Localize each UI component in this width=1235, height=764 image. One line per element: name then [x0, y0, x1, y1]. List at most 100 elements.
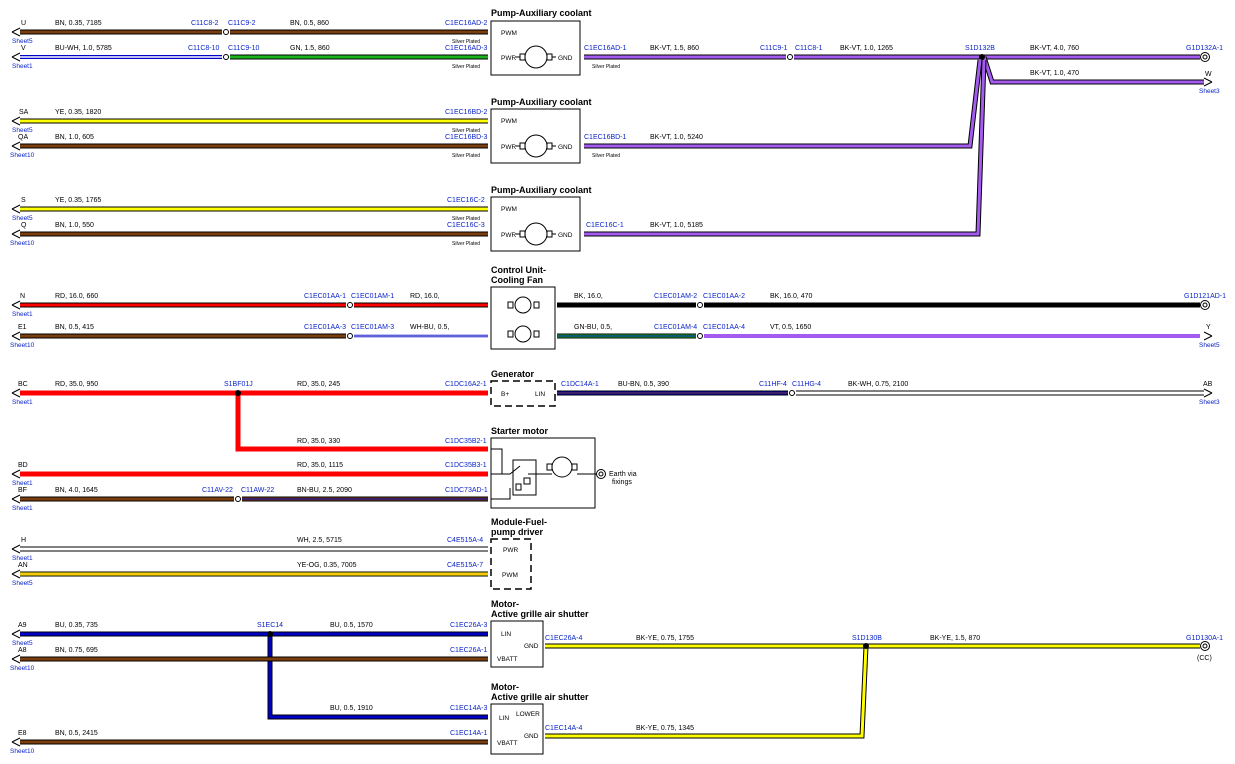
- connector-label[interactable]: C1EC16C-3: [447, 222, 485, 229]
- connector-label[interactable]: C11C8-2: [191, 20, 219, 27]
- sheet-arrow[interactable]: [11, 469, 21, 479]
- connector-label[interactable]: C1DC14A-1: [561, 381, 599, 388]
- sheet-ref[interactable]: Sheet10: [10, 748, 35, 755]
- connector-label[interactable]: C1EC01AA-4: [703, 324, 745, 331]
- connector-label[interactable]: C1DC16A2-1: [445, 381, 487, 388]
- connector-label[interactable]: C1EC26A-1: [450, 647, 487, 654]
- wire-label: BK-YE, 0.75, 1755: [636, 635, 694, 642]
- connector-label[interactable]: C1EC01AM-3: [351, 324, 394, 331]
- sheet-arrow[interactable]: [1203, 331, 1213, 341]
- ground-label[interactable]: G1D132A-1: [1186, 45, 1223, 52]
- connector-label[interactable]: C1EC01AM-2: [654, 293, 697, 300]
- sheet-arrow[interactable]: [11, 569, 21, 579]
- connector-label[interactable]: C1DC73AD-1: [445, 487, 488, 494]
- sheet-ref[interactable]: Sheet1: [12, 555, 33, 562]
- connector-label[interactable]: C1EC01AM-4: [654, 324, 697, 331]
- sheet-ref[interactable]: Sheet3: [1199, 399, 1220, 406]
- sheet-arrow[interactable]: [11, 544, 21, 554]
- connector-label[interactable]: C1EC16BD-1: [584, 134, 627, 141]
- connector-label[interactable]: C1EC16AD-2: [445, 20, 488, 27]
- fuel-pump-driver-box[interactable]: [490, 538, 532, 590]
- sheet-ref[interactable]: Sheet1: [12, 480, 33, 487]
- shutter-2-box[interactable]: [490, 703, 544, 755]
- sheet-ref[interactable]: Sheet1: [12, 399, 33, 406]
- sheet-ref[interactable]: Sheet1: [12, 311, 33, 318]
- connector-label[interactable]: C11C9-1: [760, 45, 788, 52]
- ground-label[interactable]: G1D121AD-1: [1184, 293, 1226, 300]
- wire-shutter1-out[interactable]: [545, 643, 1200, 739]
- connector-label[interactable]: C1EC16C-1: [586, 222, 624, 229]
- connector-label[interactable]: C11C8-1: [795, 45, 823, 52]
- sheet-ref[interactable]: Sheet5: [12, 640, 33, 647]
- sheet-arrow[interactable]: [1203, 388, 1213, 398]
- sheet-ref[interactable]: Sheet1: [12, 505, 33, 512]
- sheet-arrow[interactable]: [11, 654, 21, 664]
- connector-label[interactable]: C1EC01AM-1: [351, 293, 394, 300]
- splice-label[interactable]: S1EC14: [257, 622, 283, 629]
- connector-label[interactable]: C11HF-4: [759, 381, 787, 388]
- sheet-arrow[interactable]: [11, 27, 21, 37]
- generator-box[interactable]: [490, 380, 556, 407]
- connector-label[interactable]: C1DC35B2-1: [445, 438, 487, 445]
- sheet-ref[interactable]: Sheet5: [1199, 342, 1220, 349]
- connector-label[interactable]: C1EC16BD-2: [445, 109, 488, 116]
- sheet-arrow[interactable]: [11, 141, 21, 151]
- sheet-arrow[interactable]: [1203, 77, 1213, 87]
- splice-label[interactable]: S1BF01J: [224, 381, 253, 388]
- sheet-arrow[interactable]: [11, 52, 21, 62]
- sheet-ref[interactable]: Sheet5: [12, 215, 33, 222]
- ground-label[interactable]: G1D130A-1: [1186, 635, 1223, 642]
- connector-label[interactable]: C11C8-10: [188, 45, 219, 52]
- connector-label[interactable]: C11C9-2: [228, 20, 256, 27]
- connector-label[interactable]: C4E515A-4: [447, 537, 483, 544]
- wire-w[interactable]: [981, 56, 1204, 85]
- shutter-1-box[interactable]: [490, 620, 544, 668]
- connector-label[interactable]: C1EC16C-2: [447, 197, 485, 204]
- sheet-ref[interactable]: Sheet10: [10, 342, 35, 349]
- pump-2-section: SA Sheet5 YE, 0.35, 1820 C1EC16BD-2 Silv…: [10, 97, 703, 164]
- sheet-ref[interactable]: Sheet5: [12, 38, 33, 45]
- sheet-ref[interactable]: Sheet10: [10, 152, 35, 159]
- connector-label[interactable]: C1EC14A-1: [450, 730, 487, 737]
- connector-label[interactable]: C1EC01AA-1: [304, 293, 346, 300]
- sheet-arrow[interactable]: [11, 204, 21, 214]
- sheet-ref[interactable]: Sheet5: [12, 127, 33, 134]
- connector-label[interactable]: C11AV-22: [202, 487, 233, 494]
- sheet-arrow[interactable]: [11, 388, 21, 398]
- connector-label[interactable]: C1EC14A-3: [450, 705, 487, 712]
- connector-label[interactable]: C1EC16BD-3: [445, 134, 488, 141]
- sheet-arrow[interactable]: [11, 331, 21, 341]
- connector-label[interactable]: C1EC01AA-3: [304, 324, 346, 331]
- wire-bc[interactable]: [20, 390, 488, 452]
- sheet-ref[interactable]: Sheet10: [10, 665, 35, 672]
- connector-label[interactable]: C1EC26A-4: [545, 635, 582, 642]
- starter-motor-box[interactable]: [490, 437, 596, 509]
- sheet-arrow[interactable]: [11, 229, 21, 239]
- inline-connector: [697, 333, 703, 339]
- sheet-ref[interactable]: Sheet3: [1199, 88, 1220, 95]
- splice-label[interactable]: S1D130B: [852, 635, 882, 642]
- sheet-ref[interactable]: Sheet5: [12, 580, 33, 587]
- sheet-arrow[interactable]: [11, 300, 21, 310]
- connector-label[interactable]: C11HG-4: [792, 381, 821, 388]
- sheet-ref[interactable]: Sheet10: [10, 240, 35, 247]
- wire-id: Q: [21, 222, 27, 229]
- sheet-arrow[interactable]: [11, 116, 21, 126]
- connector-label[interactable]: C1EC16AD-1: [584, 45, 627, 52]
- wire-a9[interactable]: [20, 631, 488, 720]
- connector-label[interactable]: C1DC35B3-1: [445, 462, 487, 469]
- sheet-arrow[interactable]: [11, 737, 21, 747]
- sheet-ref[interactable]: Sheet1: [12, 63, 33, 70]
- connector-label[interactable]: C1EC14A-4: [545, 725, 582, 732]
- sheet-arrow[interactable]: [11, 494, 21, 504]
- connector-label[interactable]: C4E515A-7: [447, 562, 483, 569]
- connector-label[interactable]: C11C9-10: [228, 45, 259, 52]
- connector-label[interactable]: C1EC01AA-2: [703, 293, 745, 300]
- wire-branch-pumps[interactable]: [584, 59, 987, 237]
- connector-label[interactable]: C1EC16AD-3: [445, 45, 488, 52]
- splice-label[interactable]: S1D132B: [965, 45, 995, 52]
- connector-label[interactable]: C11AW-22: [241, 487, 274, 494]
- connector-label[interactable]: C1EC26A-3: [450, 622, 487, 629]
- sheet-arrow[interactable]: [11, 629, 21, 639]
